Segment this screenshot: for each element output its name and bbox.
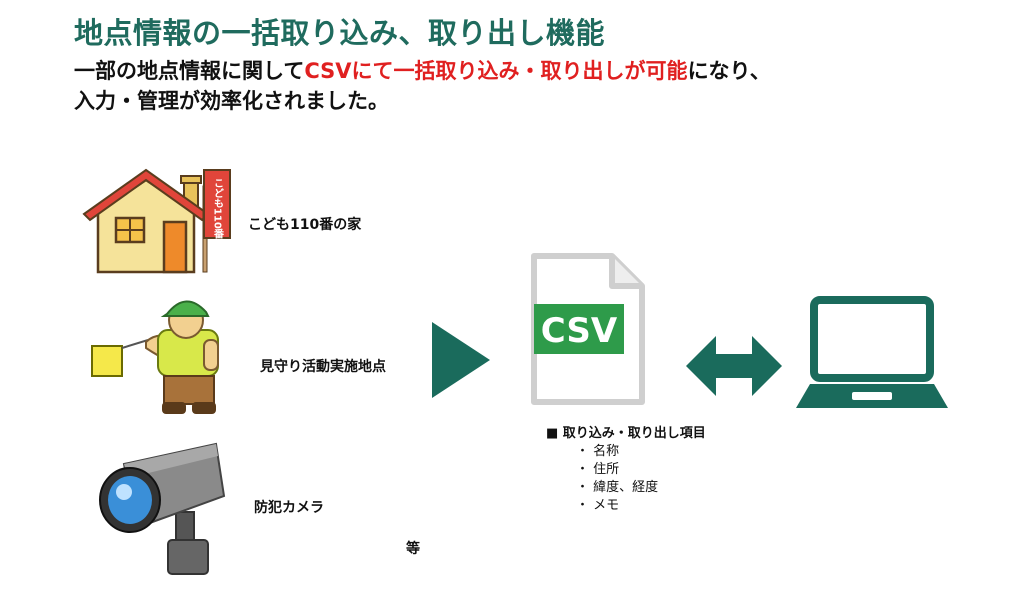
subtitle-text-c: になり、 xyxy=(687,59,771,83)
field-item: ・ 住所 xyxy=(576,462,620,477)
subtitle-highlight: CSVにて一括取り込み・取り出しが可能 xyxy=(304,59,688,83)
bidirectional-arrow-icon xyxy=(686,336,782,396)
page-subtitle: 一部の地点情報に関してCSVにて一括取り込み・取り出しが可能になり、 入力・管理… xyxy=(74,56,771,116)
page-title: 地点情報の一括取り込み、取り出し機能 xyxy=(74,16,606,50)
field-item: ・ メモ xyxy=(576,498,620,513)
house-icon: こども110番 xyxy=(82,168,231,274)
play-arrow-icon xyxy=(432,322,490,398)
point-label-kodomo110: こども110番の家 xyxy=(248,217,362,233)
field-item: ・ 名称 xyxy=(576,444,620,459)
point-label-mimamori: 見守り活動実施地点 xyxy=(260,359,386,375)
crossing-guard-icon xyxy=(91,300,219,414)
subtitle-text-a: 一部の地点情報に関して xyxy=(74,59,305,83)
csv-icon-text: CSV xyxy=(541,311,618,351)
subtitle-line-1: 一部の地点情報に関してCSVにて一括取り込み・取り出しが可能になり、 xyxy=(74,56,771,86)
point-label-camera: 防犯カメラ xyxy=(254,500,324,516)
csv-file-icon: CSV xyxy=(531,253,645,405)
etc-label: 等 xyxy=(406,541,420,557)
import-export-fields: ■ 取り込み・取り出し項目 ・ 名称 ・ 住所 ・ 緯度、経度 ・ メモ xyxy=(546,425,706,515)
subtitle-line-2: 入力・管理が効率化されました。 xyxy=(74,89,389,113)
field-item: ・ 緯度、経度 xyxy=(576,480,659,495)
security-camera-icon xyxy=(99,442,226,575)
sign-text: こども110番 xyxy=(212,178,225,240)
laptop-icon xyxy=(796,296,948,408)
fields-heading: ■ 取り込み・取り出し項目 xyxy=(546,426,706,441)
